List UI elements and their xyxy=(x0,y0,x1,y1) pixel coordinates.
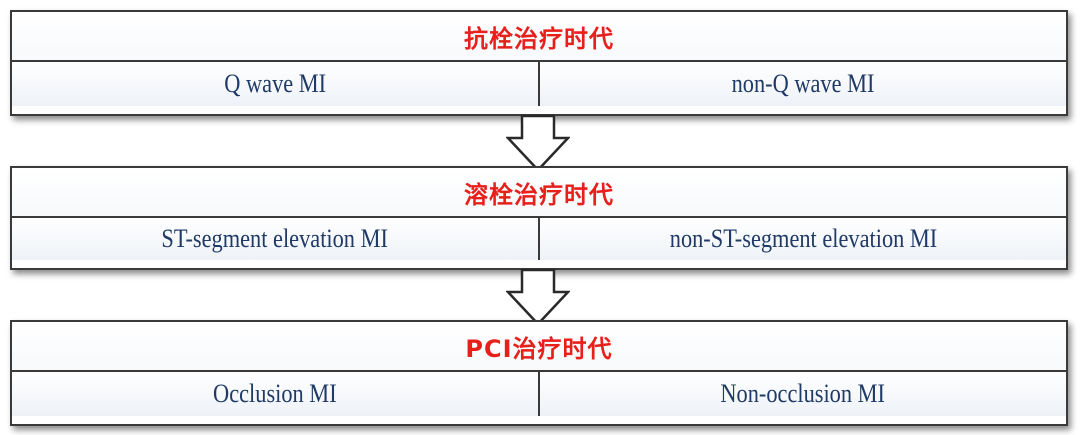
era-right-cell: Non-occlusion MI xyxy=(538,372,1066,416)
era-right-label: non-ST-segment elevation MI xyxy=(669,224,937,253)
era-left-cell: ST-segment elevation MI xyxy=(12,218,538,260)
era-left-cell: Q wave MI xyxy=(12,62,538,106)
era-classification-row: ST-segment elevation MI non-ST-segment e… xyxy=(12,218,1066,260)
era-right-label: Non-occlusion MI xyxy=(720,379,886,408)
era-left-label: ST-segment elevation MI xyxy=(161,224,389,253)
era-left-cell: Occlusion MI xyxy=(12,372,538,416)
era-title: 溶栓治疗时代 xyxy=(12,168,1066,218)
era-box-thrombolytic: 溶栓治疗时代 ST-segment elevation MI non-ST-se… xyxy=(10,166,1068,270)
era-left-label: Q wave MI xyxy=(224,69,326,98)
era-right-label: non-Q wave MI xyxy=(731,69,875,98)
down-arrow-icon xyxy=(506,114,570,172)
era-box-antithrombotic: 抗栓治疗时代 Q wave MI non-Q wave MI xyxy=(10,10,1068,116)
era-title: 抗栓治疗时代 xyxy=(12,12,1066,62)
down-arrow-icon xyxy=(506,268,570,326)
era-right-cell: non-Q wave MI xyxy=(538,62,1066,106)
era-box-pci: PCI治疗时代 Occlusion MI Non-occlusion MI xyxy=(10,320,1068,426)
era-classification-row: Q wave MI non-Q wave MI xyxy=(12,62,1066,106)
era-left-label: Occlusion MI xyxy=(213,379,337,408)
era-classification-row: Occlusion MI Non-occlusion MI xyxy=(12,372,1066,416)
era-right-cell: non-ST-segment elevation MI xyxy=(538,218,1066,260)
era-title: PCI治疗时代 xyxy=(12,322,1066,372)
